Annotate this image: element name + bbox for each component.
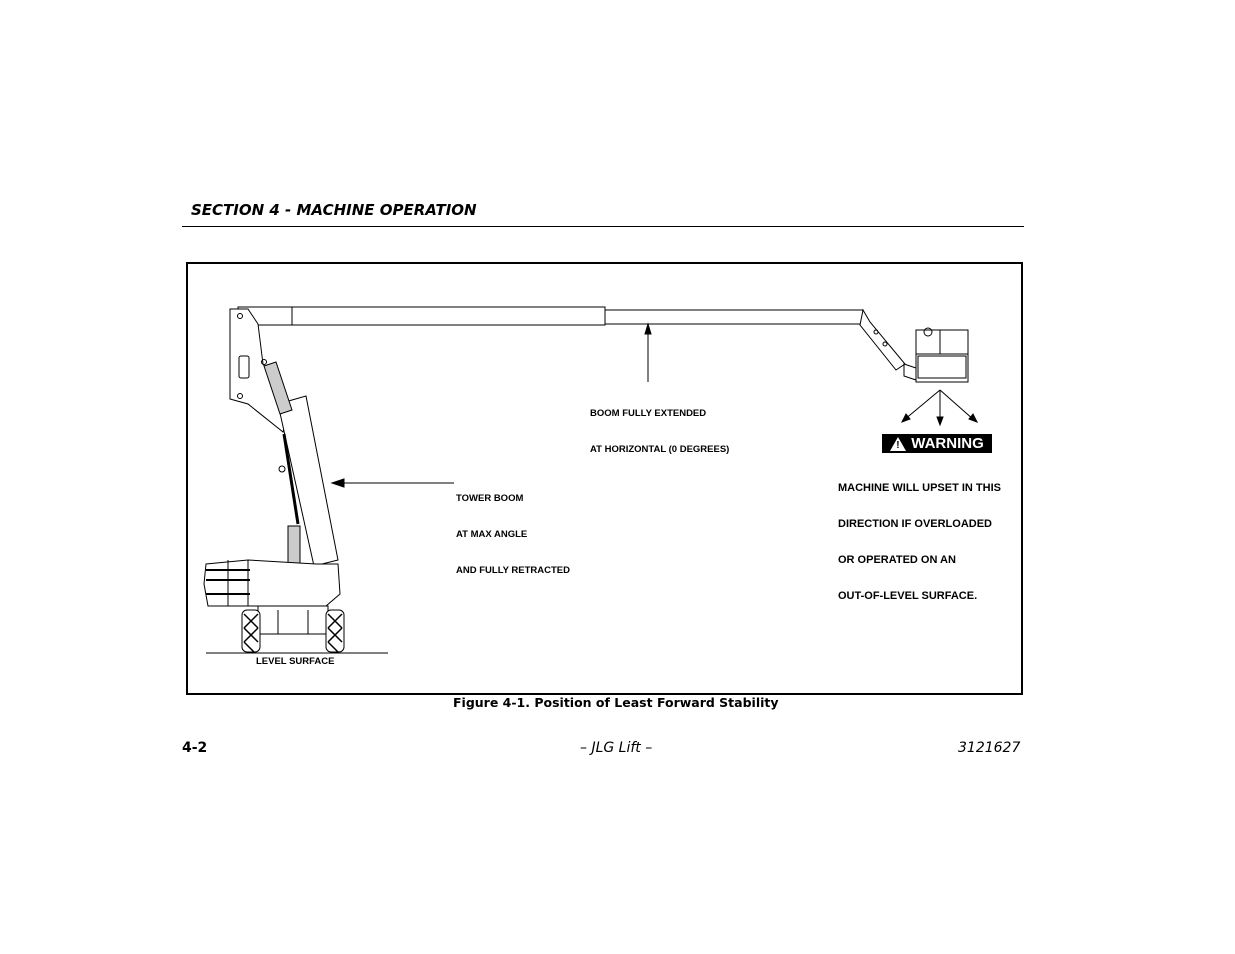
figure-caption: Figure 4-1. Position of Least Forward St… — [453, 695, 779, 710]
warning-line-1: MACHINE WILL UPSET IN THIS — [838, 482, 1001, 494]
front-wheel — [325, 609, 345, 653]
boom-extended-label: BOOM FULLY EXTENDED AT HORIZONTAL (0 DEG… — [590, 384, 729, 480]
upset-arrow-left — [903, 389, 941, 421]
upper-cylinder — [263, 361, 293, 415]
warning-badge-text: WARNING — [911, 435, 984, 452]
tower-label-line-3: AND FULLY RETRACTED — [456, 565, 571, 576]
header-rule — [182, 226, 1024, 227]
chassis — [257, 605, 329, 635]
section-title: SECTION 4 - MACHINE OPERATION — [191, 201, 477, 219]
upset-arrow-right — [939, 389, 975, 421]
warning-message: MACHINE WILL UPSET IN THIS DIRECTION IF … — [838, 458, 1001, 626]
warning-line-2: DIRECTION IF OVERLOADED — [838, 518, 993, 530]
level-surface-label: LEVEL SURFACE — [256, 656, 335, 667]
tower-boom — [277, 395, 339, 567]
boom-label-line-1: BOOM FULLY EXTENDED — [590, 408, 707, 419]
figure-frame: BOOM FULLY EXTENDED AT HORIZONTAL (0 DEG… — [186, 262, 1023, 695]
warning-triangle-icon: ! — [890, 436, 907, 451]
tower-boom-label: TOWER BOOM AT MAX ANGLE AND FULLY RETRAC… — [456, 469, 570, 601]
boom-fly-section — [604, 309, 864, 325]
tower-label-line-2: AT MAX ANGLE — [456, 529, 528, 540]
jib — [859, 308, 906, 371]
warning-line-4: OUT-OF-LEVEL SURFACE. — [838, 590, 978, 602]
boom-label-line-2: AT HORIZONTAL (0 DEGREES) — [590, 444, 730, 455]
lift-cylinder — [282, 433, 300, 525]
warning-line-3: OR OPERATED ON AN — [838, 554, 956, 566]
turntable-body — [203, 559, 341, 607]
rear-wheel — [241, 609, 261, 653]
boom-lift-illustration — [203, 306, 979, 654]
document-number: 3121627 — [958, 740, 1021, 756]
jib-pin — [873, 329, 879, 335]
jib-pin — [882, 341, 888, 347]
warning-badge: ! WARNING — [882, 434, 992, 453]
tower-label-line-1: TOWER BOOM — [456, 493, 524, 504]
page-number: 4-2 — [182, 740, 208, 756]
footer-title: – JLG Lift – — [580, 740, 653, 756]
boom-base-section — [291, 306, 606, 326]
